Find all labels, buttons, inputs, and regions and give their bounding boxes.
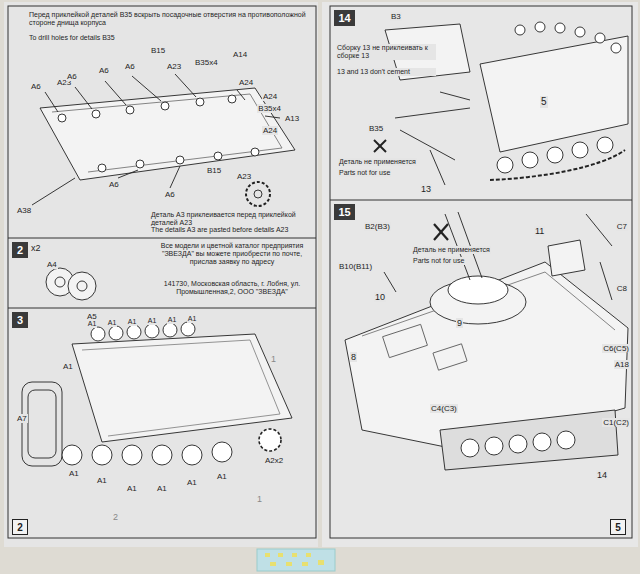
- assembly-number: 5: [540, 96, 548, 108]
- hull-side: [22, 322, 292, 466]
- part-label: C8: [616, 284, 628, 293]
- part-label: B15: [150, 46, 166, 55]
- part-label: A1: [147, 317, 158, 325]
- instruction-note: Деталь не применяется: [412, 246, 491, 254]
- part-label: A1: [87, 320, 98, 328]
- step-number: 2: [17, 522, 23, 533]
- part-label: C6(C5): [602, 344, 630, 353]
- part-label: A1: [96, 476, 108, 485]
- part-label: A18: [614, 360, 630, 369]
- part-label: A6: [108, 180, 120, 189]
- quantity-label: x2: [30, 243, 42, 253]
- step-number: 5: [615, 522, 621, 533]
- part-label: A4: [46, 260, 58, 269]
- instruction-note: To drill holes for details B35: [28, 34, 116, 42]
- part-label: A1: [126, 484, 138, 493]
- road-wheels: [46, 268, 96, 300]
- part-label: A13: [284, 114, 300, 123]
- part-label: A1: [156, 484, 168, 493]
- step-badge: 15: [334, 204, 355, 220]
- part-label: A1: [127, 318, 138, 326]
- step-frames: [8, 6, 632, 538]
- part-label: A6: [124, 62, 136, 71]
- part-label: A1: [167, 316, 178, 324]
- instruction-note: 13 and 13 don't cement: [336, 68, 436, 76]
- page-number: 5: [610, 519, 626, 535]
- assembly-number: 14: [596, 470, 608, 480]
- left-page: [4, 2, 318, 547]
- part-label: A2x2: [264, 456, 284, 465]
- part-label: B15: [206, 166, 222, 175]
- instruction-note: The details A3 are pasted before details…: [150, 226, 314, 234]
- part-label: A1: [186, 478, 198, 487]
- part-label: A23: [166, 62, 182, 71]
- instruction-note: Сборку 13 не приклеивать к сборке 13: [336, 44, 436, 60]
- step-number: 2: [17, 244, 23, 256]
- part-label: B35x4: [194, 58, 219, 67]
- part-label: A14: [232, 50, 248, 59]
- part-label: A6: [30, 82, 42, 91]
- part-label: A6: [164, 190, 176, 199]
- page-number: 2: [12, 519, 28, 535]
- instruction-note: Parts not for use: [412, 257, 465, 265]
- part-label: B3: [390, 12, 402, 21]
- part-label: A6: [98, 66, 110, 75]
- step-number: 14: [338, 12, 350, 24]
- instruction-note: Перед приклейкой деталей B35 вскрыть пос…: [28, 11, 310, 27]
- part-label: A24: [262, 92, 278, 101]
- part-label: C1(C2): [602, 418, 630, 427]
- part-label: A1: [187, 315, 198, 323]
- part-label: A1: [216, 472, 228, 481]
- assembly-number: 8: [350, 352, 357, 362]
- assembly-number: 9: [456, 318, 463, 328]
- part-label: A38: [16, 206, 32, 215]
- vehicle: [345, 212, 628, 470]
- hull-bottom: [32, 74, 295, 206]
- step-badge: 3: [12, 312, 28, 328]
- assembly-number: 1: [270, 354, 277, 364]
- part-label: A24: [238, 78, 254, 87]
- assembly-number: 10: [374, 292, 386, 302]
- assembly-number: 11: [534, 226, 545, 236]
- part-label: A1: [107, 319, 118, 327]
- instruction-note: Деталь A3 приклеивается перед приклейкой…: [150, 211, 314, 227]
- part-label: B35x4: [257, 104, 282, 113]
- assembly-number: 13: [420, 184, 432, 194]
- part-label: B10(B11): [338, 262, 373, 271]
- instruction-note: Parts not for use: [338, 169, 391, 177]
- part-label: A6: [66, 72, 78, 81]
- part-label: A1: [68, 469, 80, 478]
- part-label: A7: [16, 414, 28, 423]
- part-label: A24: [262, 126, 278, 135]
- part-label: A1: [62, 362, 74, 371]
- right-page: [322, 2, 638, 547]
- address-note: Все модели и цветной каталог предприятия…: [156, 242, 308, 266]
- assembly-number: 1: [256, 494, 263, 504]
- instruction-note: Деталь не применяется: [338, 158, 417, 166]
- step-badge: 14: [334, 10, 355, 26]
- step-badge: 2: [12, 242, 28, 258]
- decal-sheet: [257, 549, 335, 571]
- address-note: 141730, Московская область, г. Лобня, ул…: [156, 280, 308, 296]
- part-label: B35: [368, 124, 384, 133]
- step-number: 15: [338, 206, 350, 218]
- step-number: 3: [17, 314, 23, 326]
- part-label: C7: [616, 222, 628, 231]
- part-label: A23: [236, 172, 252, 181]
- assembly-number: 2: [112, 512, 119, 522]
- part-label: C4(C3): [430, 404, 458, 413]
- part-label: B2(B3): [364, 222, 391, 231]
